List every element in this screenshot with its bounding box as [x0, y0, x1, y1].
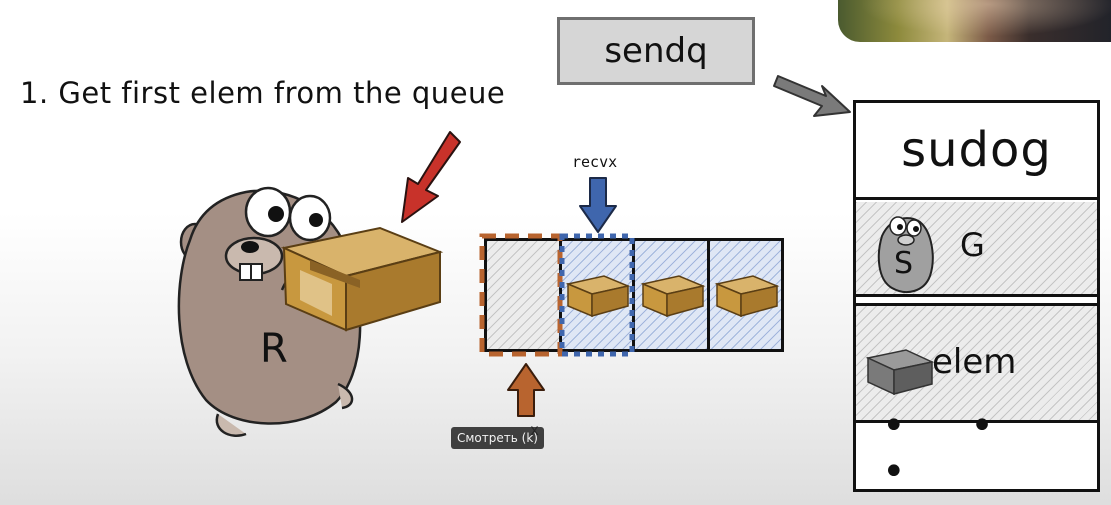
queue-box-icon [565, 275, 631, 318]
recvx-label: recvx [572, 153, 618, 171]
gray-arrow-icon [773, 75, 851, 117]
sudog-title: sudog [901, 122, 1052, 178]
sudog-g-sub-label: S [894, 246, 914, 281]
queue-box-icon [714, 275, 780, 318]
blue-arrow-icon [579, 177, 617, 233]
ellipsis-label: • • • [882, 403, 1020, 495]
sendq-label: sendq [604, 31, 708, 71]
sudog-header: sudog [856, 103, 1097, 200]
sudog-elem-field: elem [856, 303, 1097, 423]
webcam-lighting [838, 0, 1111, 42]
red-arrow-icon [401, 131, 461, 223]
queue-box-icon [640, 275, 706, 318]
webcam-overlay [838, 0, 1111, 42]
sudog-g-label: G [960, 226, 985, 264]
package-box-icon [280, 226, 444, 332]
orange-arrow-icon [507, 363, 545, 417]
gopher-label: R [260, 326, 288, 372]
sudog-more-fields: • • • [856, 403, 1097, 495]
gray-box-icon [865, 349, 935, 396]
gopher-sender-icon [877, 216, 934, 293]
sudog-panel: sudog S G elem • • • [853, 100, 1100, 495]
sudog-g-field: S G [856, 202, 1097, 297]
sendq-box: sendq [557, 17, 755, 85]
queue-highlight-frames [479, 233, 635, 357]
queue-cell-0 [484, 238, 562, 352]
gopher-receiver-illustration: R [177, 186, 444, 437]
step-title: 1. Get first elem from the queue [20, 76, 506, 110]
player-tooltip: Смотреть (k) [451, 427, 544, 449]
sudog-elem-label: elem [932, 342, 1017, 382]
